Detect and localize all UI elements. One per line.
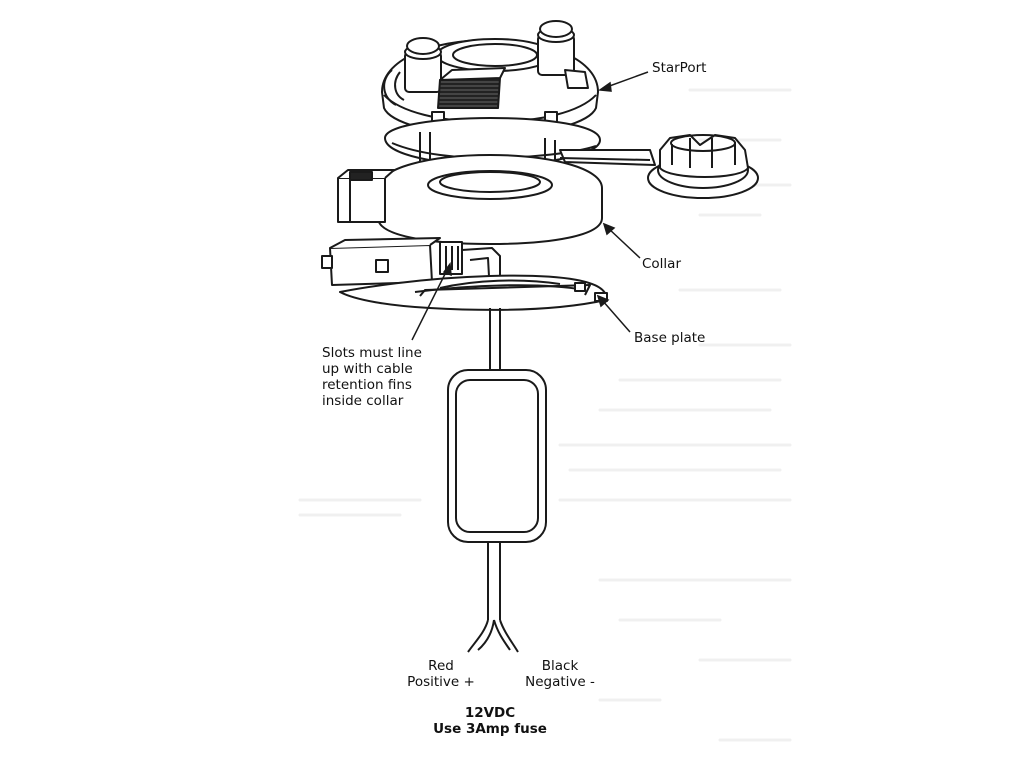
power-spec: 12VDC Use 3Amp fuse	[420, 705, 560, 737]
red-wire-label: Red Positive +	[396, 658, 486, 690]
slots-note: Slots must line up with cable retention …	[322, 345, 422, 409]
slots-note-line-1: Slots must line	[322, 345, 422, 361]
ring-plate-part	[384, 117, 759, 199]
starport-label: StarPort	[652, 60, 707, 76]
collar-label: Collar	[642, 256, 682, 272]
voltage-label: 12VDC	[464, 705, 516, 721]
leader-lines	[411, 71, 649, 341]
black-wire-color: Black	[541, 658, 579, 674]
power-cable	[447, 308, 547, 653]
red-wire-color: Red	[428, 658, 454, 674]
slots-note-line-2: up with cable	[322, 361, 413, 377]
connector-block	[321, 237, 501, 296]
fuse-label: Use 3Amp fuse	[433, 721, 547, 737]
black-wire-polarity: Negative -	[525, 674, 595, 690]
slots-note-line-4: inside collar	[322, 393, 404, 409]
base-plate-label: Base plate	[634, 330, 706, 346]
slots-note-line-3: retention fins	[322, 377, 412, 393]
red-wire-polarity: Positive +	[407, 674, 475, 690]
black-wire-label: Black Negative -	[512, 658, 608, 690]
collar-part	[337, 154, 603, 245]
background-texture	[298, 88, 792, 742]
